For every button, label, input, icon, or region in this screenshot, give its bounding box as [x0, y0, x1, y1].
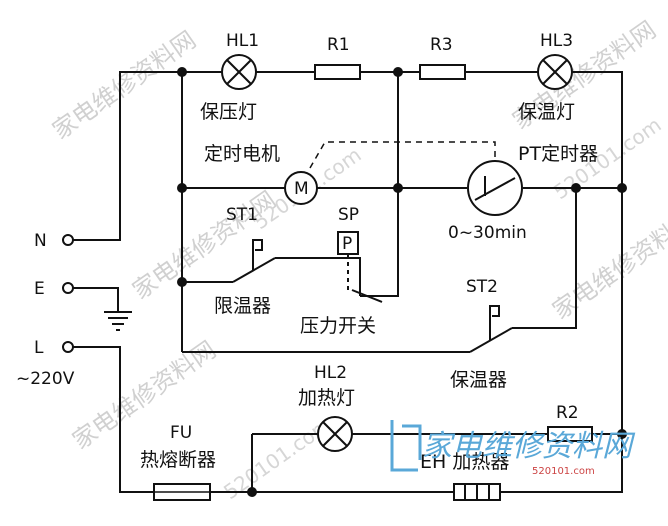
watermark-text: 家电维修资料网 [67, 336, 221, 455]
l-label: L [34, 338, 44, 358]
switch-st1-icon [232, 239, 276, 283]
dingshi-dianji-label: 定时电机 [204, 143, 280, 165]
terminal-n-icon [62, 234, 74, 246]
hl2-label: HL2 [314, 363, 347, 383]
junction-dots [177, 67, 627, 497]
e-label: E [34, 279, 45, 299]
pt-timer-label: PT定时器 [518, 143, 598, 165]
wire-st1-right [275, 257, 361, 296]
fu-label: FU [170, 423, 192, 443]
mechanical-link [309, 141, 496, 169]
wires [73, 71, 623, 493]
jiare-deng-label: 加热灯 [298, 387, 355, 409]
time-range-label: 0~30min [448, 223, 527, 243]
timer-pt-icon [467, 160, 523, 216]
sp-label: SP [338, 205, 359, 225]
voltage-label: ~220V [16, 369, 75, 389]
terminals [62, 234, 74, 353]
motor-label: M [294, 179, 309, 199]
fuse-fu-icon [153, 483, 211, 501]
watermark-url: 520101.com [219, 412, 336, 504]
ground-icon [104, 311, 132, 331]
logo-text: 家电维修资料网 [422, 429, 636, 464]
sp-box-label: P [342, 234, 352, 254]
st2-label: ST2 [466, 277, 498, 297]
baowen-deng-label: 保温灯 [518, 101, 575, 123]
n-label: N [34, 231, 47, 251]
baoya-deng-label: 保压灯 [200, 101, 257, 123]
heater-eh-icon [453, 483, 501, 501]
r2-label: R2 [556, 403, 579, 423]
lamp-hl3-icon [537, 54, 573, 90]
wire-top-5 [572, 71, 623, 188]
r3-label: R3 [430, 35, 453, 55]
watermark-text: 家电维修资料网 [547, 206, 668, 325]
r1-label: R1 [327, 35, 350, 55]
st1-label: ST1 [226, 205, 258, 225]
hl3-label: HL3 [540, 31, 573, 51]
wire-sp-right [380, 188, 399, 297]
eh-heater-label: EH 加热器 [420, 451, 509, 473]
logo-mark-icon [390, 420, 422, 472]
wire-eh-right [500, 434, 623, 493]
watermark-text: 家电维修资料网 [47, 26, 201, 145]
site-logo: 家电维修资料网 520101.com [390, 420, 636, 477]
lamp-hl2-icon [317, 416, 353, 452]
motor-icon [284, 171, 318, 205]
wire-n [73, 71, 182, 241]
wire-e [73, 287, 119, 312]
lamp-hl1-icon [221, 54, 257, 90]
wire-st2-right [512, 188, 577, 329]
xianwenqi-label: 限温器 [214, 295, 271, 317]
baowenqi-label: 保温器 [450, 369, 507, 391]
wire-l [73, 346, 154, 493]
rerong-duanqi-label: 热熔断器 [140, 449, 216, 471]
watermark-text: 家电维修资料网 [127, 186, 281, 305]
terminal-l-icon [62, 341, 74, 353]
terminal-e-icon [62, 282, 74, 294]
switch-sp-icon [337, 231, 383, 303]
resistor-r3-icon [419, 64, 466, 80]
resistor-r2-icon [547, 426, 593, 442]
resistor-r1-icon [314, 64, 361, 80]
yali-kaiguan-label: 压力开关 [300, 315, 376, 337]
switch-st2-icon [469, 305, 513, 353]
logo-url: 520101.com [532, 466, 595, 477]
hl1-label: HL1 [226, 31, 259, 51]
